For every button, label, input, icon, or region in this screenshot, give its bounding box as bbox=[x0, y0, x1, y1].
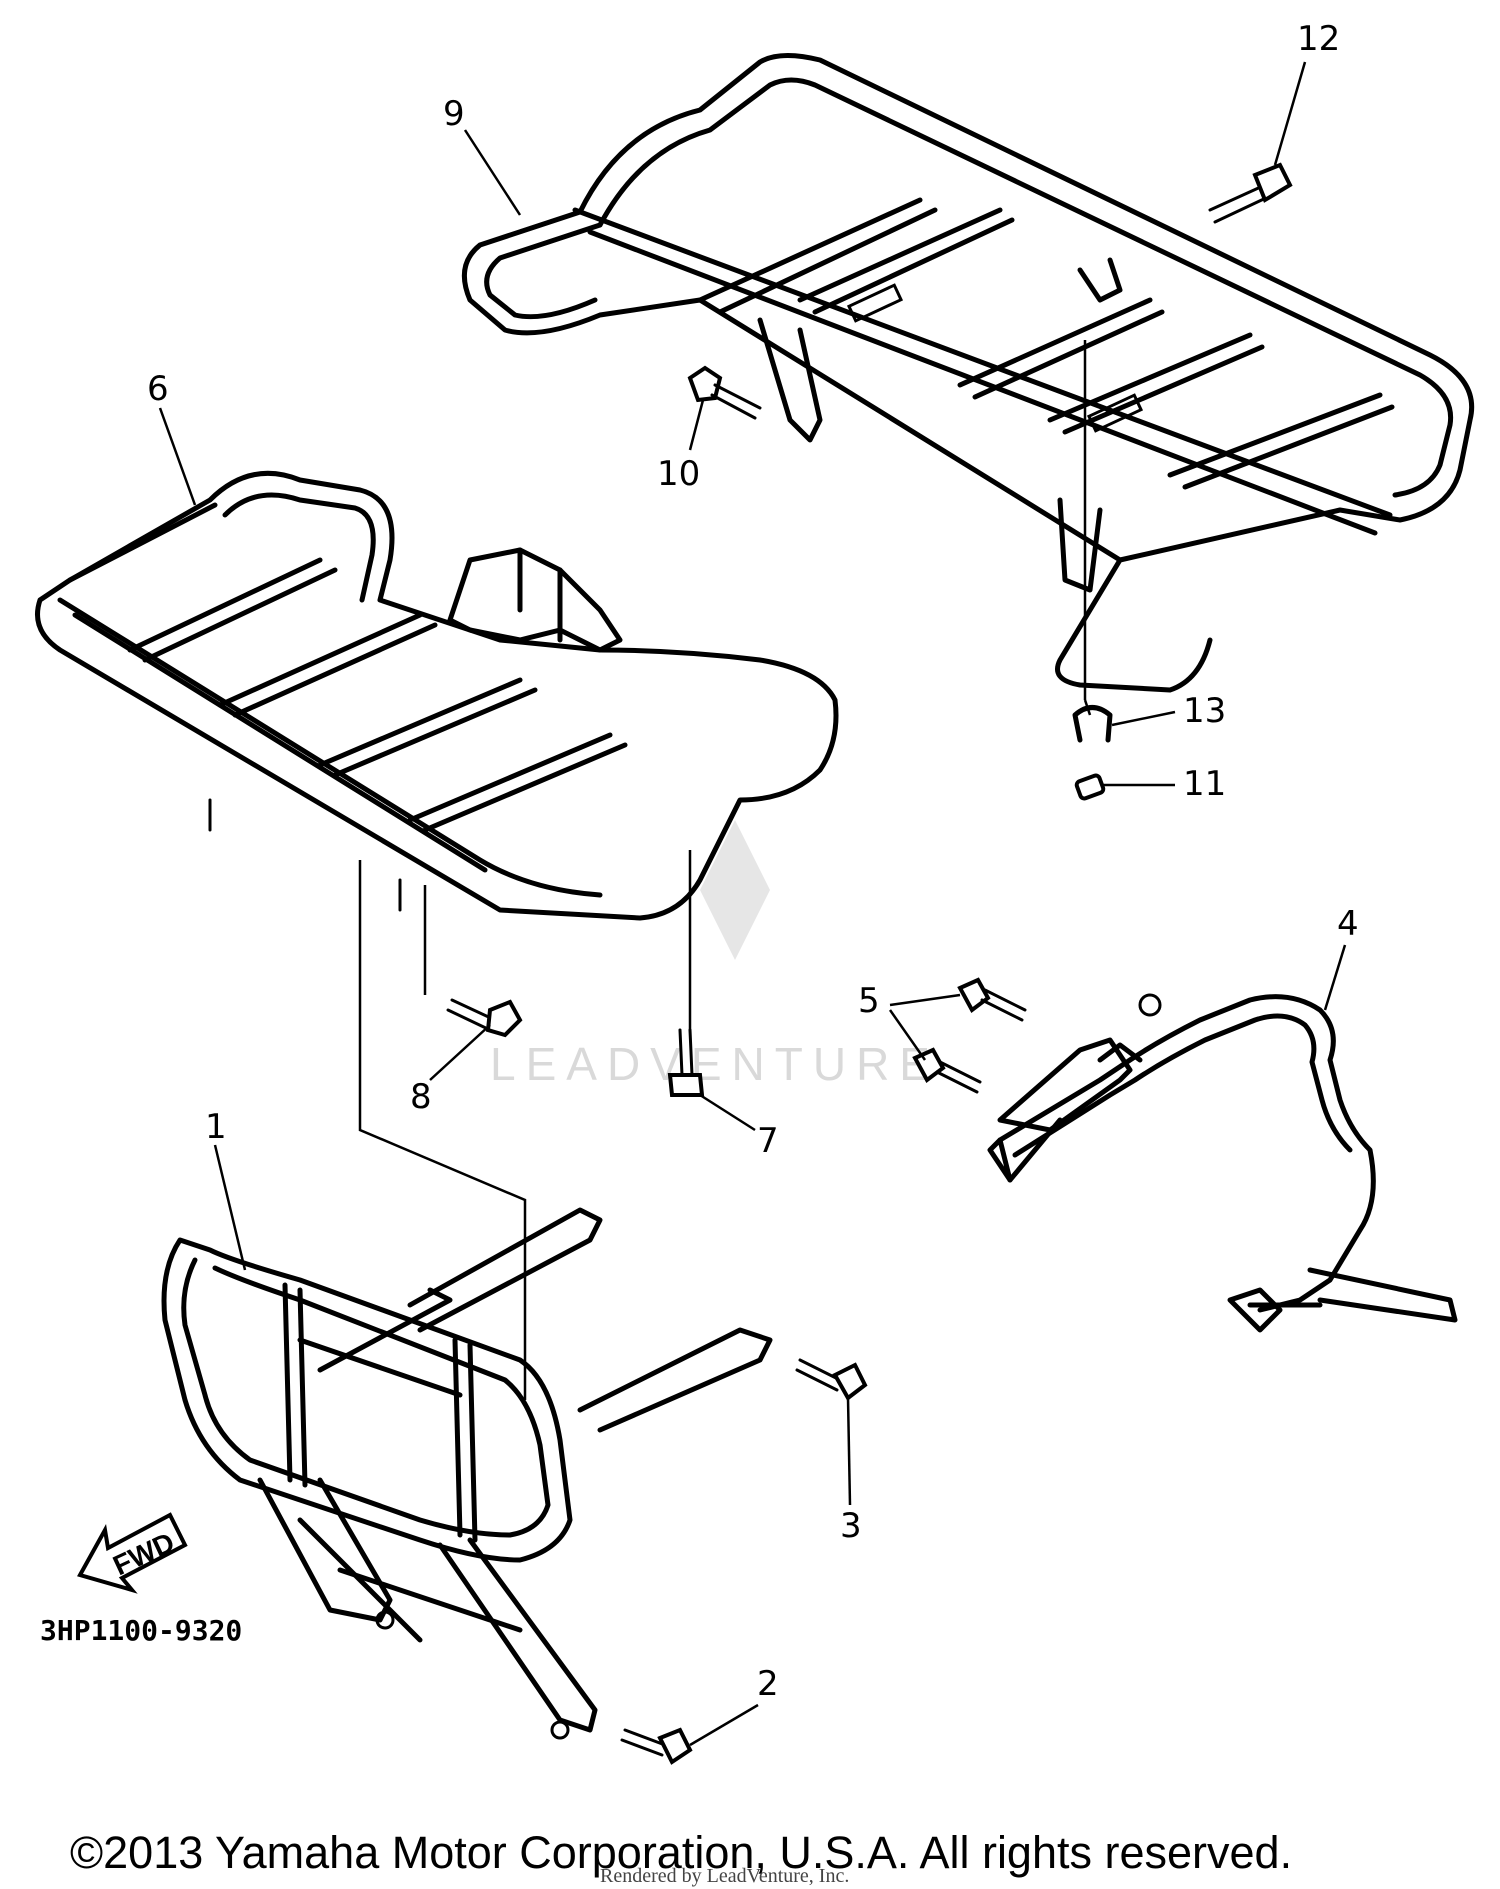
svg-text:12: 12 bbox=[1297, 19, 1340, 59]
watermark: LEADVENTURE bbox=[490, 820, 940, 1090]
svg-text:13: 13 bbox=[1183, 691, 1226, 731]
callout-13: 13 bbox=[1111, 691, 1226, 731]
svg-text:1: 1 bbox=[205, 1107, 227, 1147]
svg-text:9: 9 bbox=[443, 94, 465, 134]
callout-10: 10 bbox=[657, 399, 705, 494]
svg-text:8: 8 bbox=[410, 1077, 432, 1117]
svg-text:5: 5 bbox=[858, 981, 880, 1021]
svg-text:10: 10 bbox=[657, 454, 700, 494]
foot-guard-part-4[interactable] bbox=[987, 993, 1458, 1333]
bolt-part-10[interactable] bbox=[687, 365, 762, 420]
bolt-part-5[interactable] bbox=[912, 977, 1027, 1094]
clip-part-13[interactable] bbox=[1072, 705, 1113, 743]
callout-6: 6 bbox=[147, 369, 197, 506]
nut-part-11[interactable] bbox=[1074, 773, 1106, 801]
copyright-notice: ©2013 Yamaha Motor Corporation, U.S.A. A… bbox=[70, 1827, 1292, 1878]
diagram-code: 3HP1100-9320 bbox=[40, 1614, 242, 1647]
callout-2: 2 bbox=[689, 1664, 779, 1747]
fwd-arrow-icon: FWD bbox=[77, 1512, 188, 1594]
svg-text:11: 11 bbox=[1183, 764, 1226, 804]
callout-1: 1 bbox=[205, 1107, 247, 1271]
callout-8: 8 bbox=[410, 1024, 491, 1117]
callout-3: 3 bbox=[840, 1397, 862, 1546]
bolt-part-3[interactable] bbox=[795, 1358, 868, 1401]
svg-text:6: 6 bbox=[147, 369, 169, 409]
svg-text:3: 3 bbox=[840, 1506, 862, 1546]
svg-text:7: 7 bbox=[757, 1121, 779, 1161]
front-bumper-part-1[interactable] bbox=[161, 1207, 773, 1740]
callout-7: 7 bbox=[699, 1093, 779, 1161]
callout-5: 5 bbox=[858, 981, 961, 1061]
front-carrier-part-6[interactable] bbox=[35, 470, 839, 921]
callout-9: 9 bbox=[443, 94, 522, 216]
callout-11: 11 bbox=[1102, 764, 1226, 804]
svg-text:2: 2 bbox=[757, 1664, 779, 1704]
bolt-part-2[interactable] bbox=[620, 1727, 693, 1765]
bolt-part-12[interactable] bbox=[1208, 162, 1293, 224]
callout-4: 4 bbox=[1323, 904, 1359, 1011]
watermark-logo-icon bbox=[700, 820, 770, 960]
rear-carrier-part-9[interactable] bbox=[461, 53, 1475, 693]
watermark-text: LEADVENTURE bbox=[490, 1038, 940, 1090]
callout-12: 12 bbox=[1273, 19, 1340, 166]
svg-text:4: 4 bbox=[1337, 904, 1359, 944]
rendered-by-note: Rendered by LeadVenture, Inc. bbox=[600, 1865, 849, 1887]
assembly-lines bbox=[358, 340, 1092, 1400]
